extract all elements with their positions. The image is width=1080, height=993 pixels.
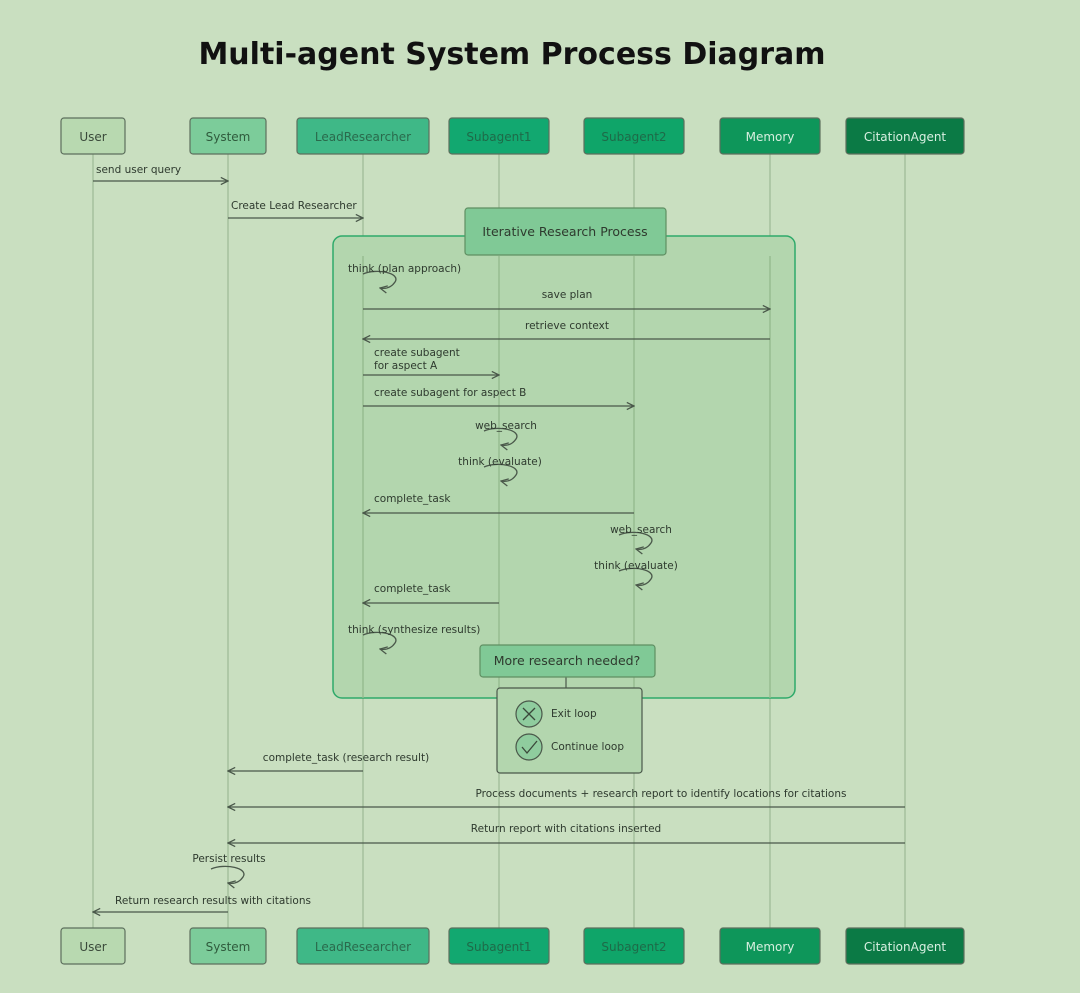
participant-label: User <box>79 130 106 144</box>
message-label: Create Lead Researcher <box>231 200 357 212</box>
message-label: Persist results <box>192 853 265 865</box>
message-18: Return research results with citations <box>93 895 311 912</box>
participant-lead-top: LeadResearcher <box>296 117 430 155</box>
participant-lead-bottom: LeadResearcher <box>296 927 430 965</box>
message-label: Process documents + research report to i… <box>475 788 846 800</box>
check-circle-icon <box>515 733 543 761</box>
message-11: think (evaluate) <box>594 560 678 585</box>
message-label: web_search <box>475 420 537 432</box>
message-3: save plan <box>363 289 770 309</box>
message-6: create subagent for aspect B <box>363 387 634 406</box>
message-14: complete_task (research result) <box>228 752 429 771</box>
message-label: think (synthesize results) <box>348 624 480 636</box>
message-10: web_search <box>610 524 672 549</box>
diagram-title: Multi-agent System Process Diagram <box>198 37 825 72</box>
participant-system-top: System <box>189 117 267 155</box>
participant-sub2-bottom: Subagent2 <box>583 927 685 965</box>
self-message-arrow <box>618 567 653 585</box>
participant-user-bottom: User <box>60 927 126 965</box>
self-message-arrow <box>618 531 653 549</box>
participant-sub2-top: Subagent2 <box>583 117 685 155</box>
message-label: think (evaluate) <box>594 560 678 572</box>
message-label: save plan <box>542 289 593 301</box>
participant-label: System <box>206 940 251 954</box>
message-label: send user query <box>96 164 181 176</box>
participant-label: Subagent1 <box>466 940 531 954</box>
self-message-arrow <box>362 270 397 288</box>
message-label: think (evaluate) <box>458 456 542 468</box>
x-circle-icon <box>515 700 543 728</box>
message-label-line2: for aspect A <box>374 360 438 372</box>
message-label: Return research results with citations <box>115 895 311 907</box>
participant-label: CitationAgent <box>864 940 947 954</box>
continue-loop-label: Continue loop <box>551 741 624 753</box>
message-label: complete_task <box>374 493 451 505</box>
decision-label: More research needed? <box>494 653 641 668</box>
message-12: complete_task <box>363 583 499 603</box>
exit-loop-label: Exit loop <box>551 708 597 720</box>
participant-boxes: UserUserSystemSystemLeadResearcherLeadRe… <box>60 117 965 965</box>
participant-label: Memory <box>746 130 795 144</box>
loop-header-label: Iterative Research Process <box>482 224 647 239</box>
lifelines-in-loop <box>362 256 771 698</box>
participant-label: Memory <box>746 940 795 954</box>
message-label: create subagent <box>374 347 460 359</box>
participant-memory-top: Memory <box>719 117 821 155</box>
message-label: web_search <box>610 524 672 536</box>
participant-label: Subagent2 <box>601 940 666 954</box>
message-label: Return report with citations inserted <box>471 823 661 835</box>
self-message-arrow <box>210 865 245 883</box>
participant-sub1-top: Subagent1 <box>448 117 550 155</box>
message-label: create subagent for aspect B <box>374 387 526 399</box>
message-1: Create Lead Researcher <box>228 200 363 218</box>
message-0: send user query <box>93 164 228 181</box>
message-15: Process documents + research report to i… <box>228 788 905 807</box>
participant-user-top: User <box>60 117 126 155</box>
message-label: complete_task <box>374 583 451 595</box>
participant-memory-bottom: Memory <box>719 927 821 965</box>
participant-label: LeadResearcher <box>315 940 411 954</box>
decision-node: More research needed? <box>479 644 656 688</box>
participant-label: User <box>79 940 106 954</box>
message-4: retrieve context <box>363 320 770 339</box>
participant-sub1-bottom: Subagent1 <box>448 927 550 965</box>
loop-header: Iterative Research Process <box>464 207 667 256</box>
message-2: think (plan approach) <box>348 263 461 288</box>
participant-label: System <box>206 130 251 144</box>
participant-label: Subagent2 <box>601 130 666 144</box>
self-message-arrow <box>362 631 397 649</box>
message-label: complete_task (research result) <box>263 752 429 764</box>
participant-system-bottom: System <box>189 927 267 965</box>
message-16: Return report with citations inserted <box>228 823 905 843</box>
message-label: retrieve context <box>525 320 609 332</box>
message-label: think (plan approach) <box>348 263 461 275</box>
message-17: Persist results <box>192 853 266 883</box>
participant-citation-bottom: CitationAgent <box>845 927 965 965</box>
participant-citation-top: CitationAgent <box>845 117 965 155</box>
self-message-arrow <box>483 463 518 481</box>
message-9: complete_task <box>363 493 634 513</box>
self-message-arrow <box>483 427 518 445</box>
participant-label: CitationAgent <box>864 130 947 144</box>
message-8: think (evaluate) <box>458 456 542 481</box>
participant-label: LeadResearcher <box>315 130 411 144</box>
message-7: web_search <box>475 420 537 445</box>
decision-options: Exit loop Continue loop <box>496 687 643 774</box>
participant-label: Subagent1 <box>466 130 531 144</box>
message-13: think (synthesize results) <box>348 624 480 649</box>
